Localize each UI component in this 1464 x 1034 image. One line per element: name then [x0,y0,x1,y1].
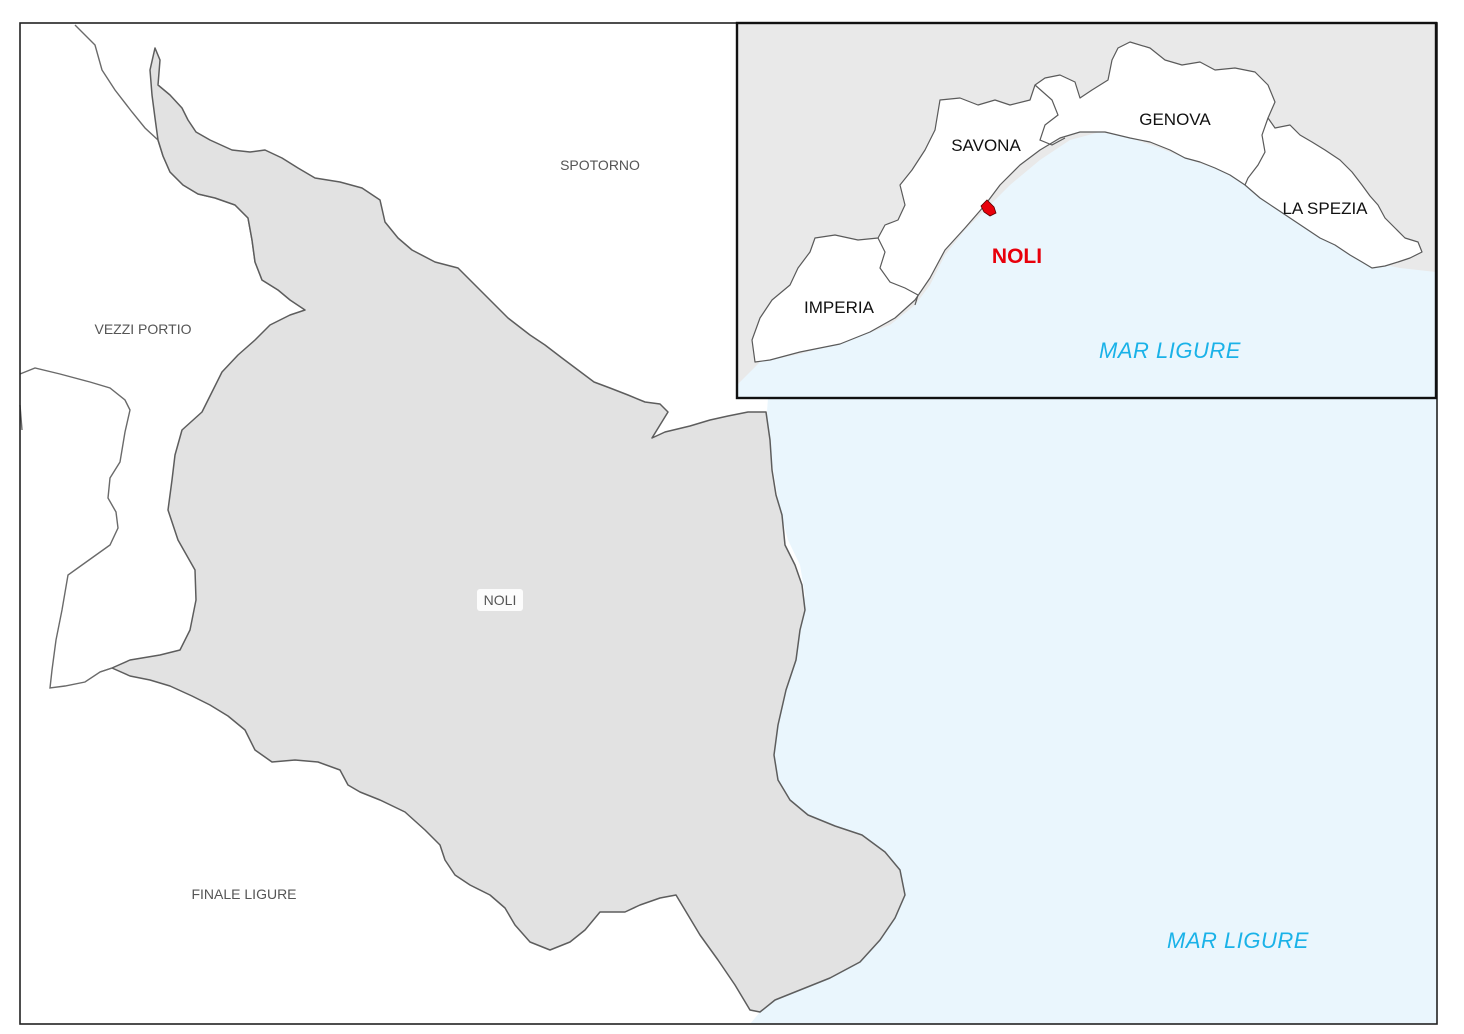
label-savona: SAVONA [951,136,1021,155]
label-finale-ligure: FINALE LIGURE [191,886,296,902]
boundary-savona-genova [1034,84,1066,146]
label-noli-halo [477,589,523,611]
noli-marker [980,199,997,217]
label-imperia: IMPERIA [804,298,875,317]
label-noli: NOLI [484,592,517,608]
main-map-frame [19,22,1438,1025]
label-spotorno: SPOTORNO [560,157,640,173]
main-map [19,24,1437,1024]
inset-map [737,23,1436,398]
region-liguria [751,41,1423,363]
boundary-finale [99,667,113,673]
boundary-imperia-savona [877,237,919,306]
label-vezzi-portio: VEZZI PORTIO [95,321,192,337]
label-la-spezia: LA SPEZIA [1282,199,1368,218]
boundary-vezzi-west [19,367,131,689]
municipality-noli [111,47,906,1013]
label-noli-inset: NOLI [992,245,1042,268]
sea-area [750,398,1437,1024]
label-sea-main: MAR LIGURE [1167,928,1309,953]
label-genova: GENOVA [1139,110,1211,129]
label-sea-inset: MAR LIGURE [1099,338,1241,363]
boundary-genova-laspezia [1244,117,1269,186]
inset-map-frame [735,21,1438,400]
